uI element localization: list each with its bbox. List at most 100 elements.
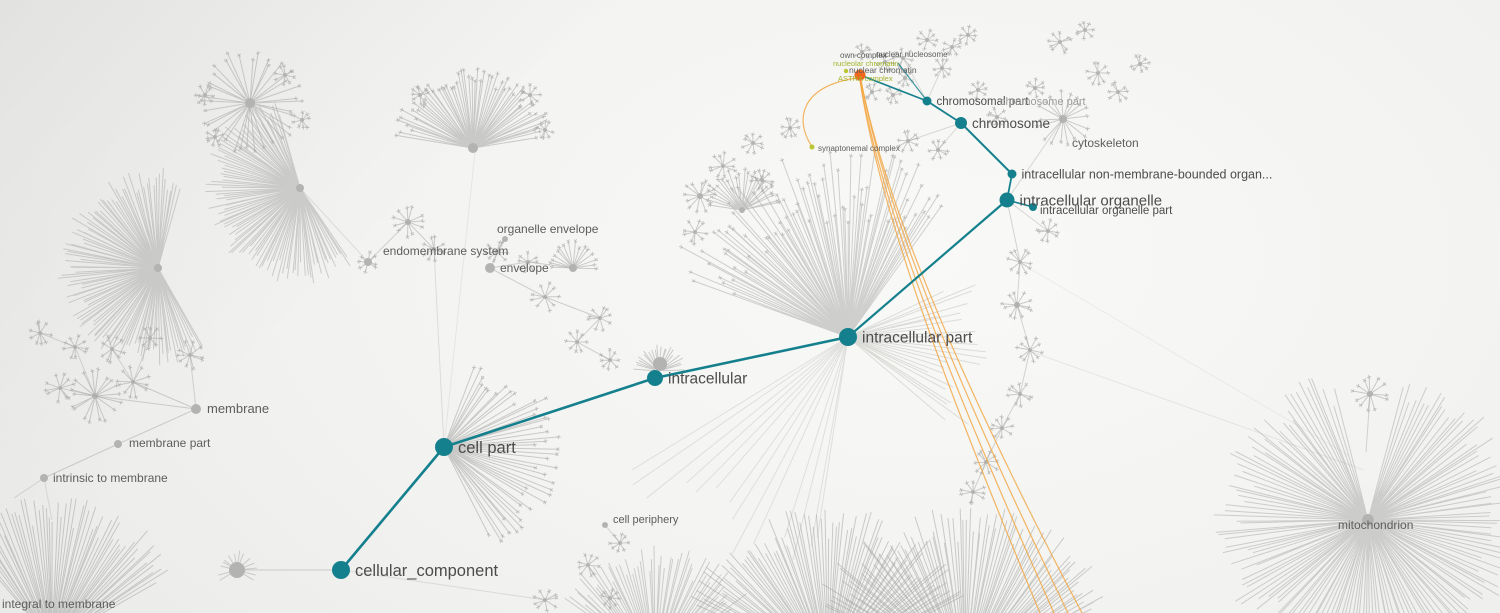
cluster-hub-node[interactable] bbox=[971, 490, 975, 494]
term-label[interactable]: membrane part bbox=[129, 436, 211, 450]
cluster-hub-node[interactable] bbox=[608, 596, 612, 600]
cluster-hub-node[interactable] bbox=[110, 347, 114, 351]
cluster-hub-node[interactable] bbox=[936, 148, 940, 152]
label-chromosome[interactable]: chromosome bbox=[972, 116, 1050, 131]
term-label[interactable]: nucleolar chromatin bbox=[833, 59, 898, 68]
cluster-hub-node[interactable] bbox=[891, 93, 895, 97]
cluster-hub-node[interactable] bbox=[543, 598, 547, 602]
cluster-hub-node[interactable] bbox=[495, 250, 499, 254]
cluster-hub-node[interactable] bbox=[283, 73, 287, 77]
cluster-hub-node[interactable] bbox=[697, 193, 703, 199]
term-label[interactable]: intrinsic to membrane bbox=[53, 471, 168, 485]
hub-node[interactable] bbox=[229, 562, 245, 578]
node-intracellular-organelle[interactable] bbox=[999, 192, 1015, 208]
cluster-hub-node[interactable] bbox=[903, 76, 907, 80]
label-chromosomal-part[interactable]: chromosomal part bbox=[937, 96, 1030, 108]
hub-node[interactable] bbox=[602, 522, 608, 528]
cluster-hub-node[interactable] bbox=[618, 541, 622, 545]
cluster-hub-node[interactable] bbox=[739, 207, 745, 213]
node-intracellular-non-membrane-bounded-organelle[interactable] bbox=[1007, 169, 1017, 179]
node-intracellular-part[interactable] bbox=[839, 328, 857, 346]
cluster-hub-node[interactable] bbox=[950, 45, 954, 49]
term-label[interactable]: endomembrane system bbox=[383, 244, 508, 258]
cluster-hub-node[interactable] bbox=[1116, 90, 1120, 94]
cluster-hub-node[interactable] bbox=[901, 56, 905, 60]
cluster-hub-node[interactable] bbox=[543, 128, 547, 132]
cluster-hub-node[interactable] bbox=[188, 353, 192, 357]
cluster-hub-node[interactable] bbox=[213, 135, 217, 139]
node-cell-part[interactable] bbox=[435, 438, 453, 456]
cluster-hub-node[interactable] bbox=[1046, 229, 1050, 233]
cluster-hub-node[interactable] bbox=[528, 93, 532, 97]
cluster-hub-node[interactable] bbox=[693, 230, 697, 234]
label-intracellular[interactable]: intracellular bbox=[668, 371, 747, 388]
hub-node[interactable] bbox=[485, 263, 495, 273]
node-intracellular-organelle-part[interactable] bbox=[1029, 203, 1037, 211]
cluster-hub-node[interactable] bbox=[883, 60, 887, 64]
cluster-hub-node[interactable] bbox=[870, 90, 874, 94]
hub-node[interactable] bbox=[1367, 391, 1373, 397]
cluster-hub-node[interactable] bbox=[296, 184, 304, 192]
term-label[interactable]: ASTRA complex bbox=[838, 74, 893, 83]
term-label[interactable]: mitochondrion bbox=[1338, 518, 1413, 532]
node-cellular-component[interactable] bbox=[332, 561, 350, 579]
hub-node[interactable] bbox=[653, 357, 667, 371]
node-chromosome[interactable] bbox=[955, 117, 967, 129]
cluster-hub-node[interactable] bbox=[154, 264, 162, 272]
label-intracellular-non-membrane-bounded-organelle[interactable]: intracellular non-membrane-bounded organ… bbox=[1022, 168, 1273, 182]
cluster-hub-node[interactable] bbox=[38, 331, 42, 335]
cluster-hub-node[interactable] bbox=[586, 563, 590, 567]
hub-node[interactable] bbox=[502, 236, 508, 242]
cluster-hub-node[interactable] bbox=[1028, 348, 1032, 352]
cluster-hub-node[interactable] bbox=[203, 93, 207, 97]
cluster-hub-node[interactable] bbox=[575, 340, 579, 344]
label-intracellular-part[interactable]: intracellular part bbox=[862, 330, 973, 347]
cluster-hub-node[interactable] bbox=[1096, 71, 1100, 75]
cluster-hub-node[interactable] bbox=[788, 126, 792, 130]
cluster-hub-node[interactable] bbox=[966, 33, 970, 37]
label-intracellular-organelle-part[interactable]: intracellular organelle part bbox=[1040, 205, 1173, 217]
cluster-hub-node[interactable] bbox=[73, 345, 77, 349]
cluster-hub-node[interactable] bbox=[1362, 514, 1374, 526]
node-nuclear-chromatin[interactable] bbox=[854, 69, 866, 81]
term-label[interactable]: membrane bbox=[207, 401, 269, 416]
term-label[interactable]: integral to membrane bbox=[2, 597, 116, 611]
cluster-hub-node[interactable] bbox=[940, 66, 944, 70]
label-cellular-component[interactable]: cellular_component bbox=[355, 562, 499, 580]
cluster-hub-node[interactable] bbox=[860, 50, 864, 54]
cluster-hub-node[interactable] bbox=[148, 336, 152, 340]
cluster-hub-node[interactable] bbox=[976, 88, 980, 92]
node-chromosomal-part[interactable] bbox=[922, 96, 932, 106]
term-label[interactable]: organelle envelope bbox=[497, 222, 599, 236]
cluster-hub-node[interactable] bbox=[1018, 260, 1022, 264]
cluster-hub-node[interactable] bbox=[300, 118, 304, 122]
term-label[interactable]: nuclear nucleosome bbox=[876, 50, 948, 59]
cluster-hub-node[interactable] bbox=[1138, 62, 1142, 66]
hub-node[interactable] bbox=[364, 258, 372, 266]
hub-node[interactable] bbox=[114, 440, 122, 448]
label-cell-part[interactable]: cell part bbox=[458, 439, 516, 457]
cluster-hub-node[interactable] bbox=[1058, 40, 1062, 44]
label-intracellular-organelle[interactable]: intracellular organelle bbox=[1020, 192, 1163, 209]
term-label[interactable]: own complex bbox=[840, 51, 887, 60]
cluster-hub-node[interactable] bbox=[1083, 28, 1087, 32]
cluster-hub-node[interactable] bbox=[906, 139, 910, 143]
term-label[interactable]: chromosome part bbox=[1000, 96, 1086, 108]
cluster-hub-node[interactable] bbox=[751, 141, 755, 145]
cluster-hub-node[interactable] bbox=[58, 386, 62, 390]
cluster-hub-node[interactable] bbox=[721, 164, 725, 168]
term-label[interactable]: envelope bbox=[500, 261, 549, 275]
hub-node[interactable] bbox=[191, 404, 201, 414]
term-label[interactable]: cytoskeleton bbox=[1072, 136, 1139, 150]
term-label[interactable]: cell periphery bbox=[613, 514, 679, 526]
cluster-hub-node[interactable] bbox=[1033, 86, 1037, 90]
cluster-hub-node[interactable] bbox=[925, 38, 929, 42]
cluster-hub-node[interactable] bbox=[1018, 392, 1022, 396]
cluster-hub-node[interactable] bbox=[468, 143, 478, 153]
cluster-hub-node[interactable] bbox=[608, 358, 612, 362]
cluster-hub-node[interactable] bbox=[1059, 115, 1067, 123]
node-intracellular[interactable] bbox=[647, 370, 663, 386]
cluster-hub-node[interactable] bbox=[995, 115, 999, 119]
